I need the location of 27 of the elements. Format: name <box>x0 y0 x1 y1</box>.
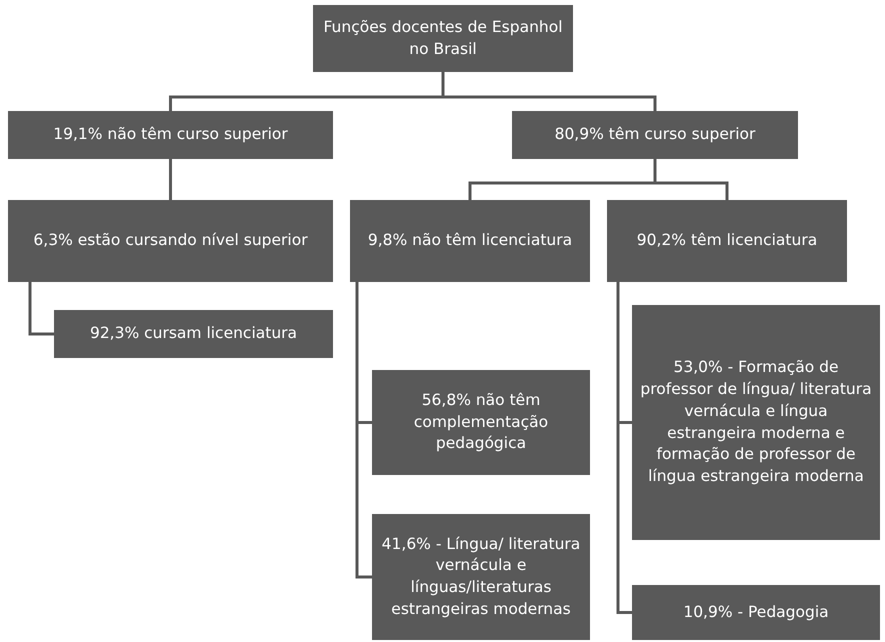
process-box <box>372 514 590 640</box>
node-label: Funções docentes de Espanhol no Brasil <box>322 16 564 60</box>
connector-line <box>356 282 372 578</box>
connector-line <box>616 282 632 614</box>
node-label: 80,9% têm curso superior <box>554 124 756 146</box>
process-box <box>632 305 880 540</box>
connector-line <box>169 159 172 200</box>
process-box <box>632 585 880 640</box>
process-box <box>512 111 798 159</box>
process-box <box>8 111 333 159</box>
process-box <box>350 200 590 282</box>
process-box <box>372 370 590 475</box>
node-label: 56,8% não têm complementação pedagógica <box>412 390 550 454</box>
node-label: 90,2% têm licenciatura <box>636 230 818 252</box>
process-box <box>8 200 333 282</box>
node-label: 19,1% não têm curso superior <box>53 124 288 146</box>
node-label: 10,9% - Pedagogia <box>683 602 829 623</box>
process-box <box>607 200 847 282</box>
node-label: 53,0% - Formação de professor de língua/ literatura vernácula e língua estrangeira moderna e formação de professor de língua estrangeira moderna <box>639 357 873 487</box>
node-label: 6,3% estão cursando nível superior <box>33 230 308 252</box>
connector-line <box>28 282 54 336</box>
process-box <box>313 5 573 72</box>
process-box <box>54 310 333 358</box>
node-label: 9,8% não têm licenciatura <box>368 230 572 252</box>
node-label: 92,3% cursam licenciatura <box>90 323 298 344</box>
connector-line <box>654 159 728 200</box>
node-label: 41,6% - Língua/ literatura vernácula e línguas/literaturas estrangeiras modernas <box>380 534 582 620</box>
